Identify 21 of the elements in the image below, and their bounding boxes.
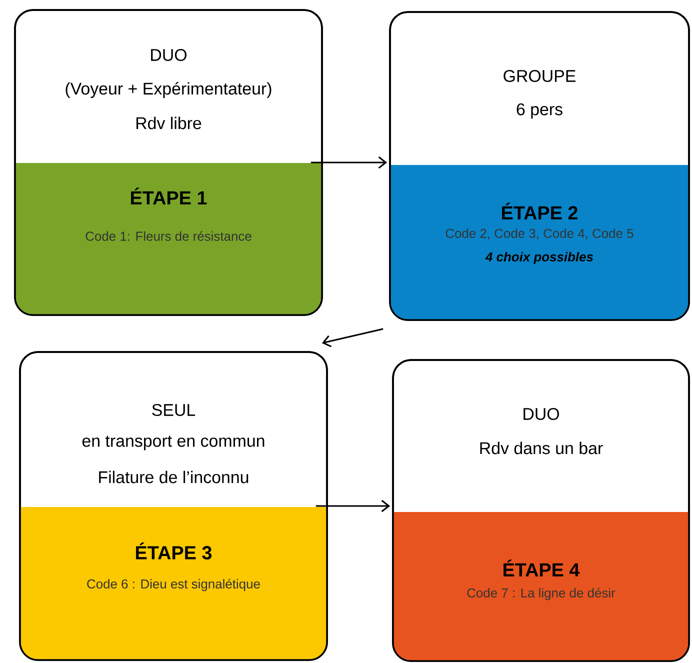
stage-label: ÉTAPE 3 Code 6 : Dieu est signalétique xyxy=(87,542,260,592)
card-heading: Rdv dans un bar xyxy=(480,442,603,454)
stage-label: ÉTAPE 1 Code 1: Fleurs de résistance xyxy=(86,188,252,241)
colored-band xyxy=(20,507,326,660)
card-heading: DUO xyxy=(151,49,186,61)
colored-band xyxy=(394,512,688,660)
arrow xyxy=(322,328,384,348)
card-heading: DUO xyxy=(524,408,559,420)
card-heading: en transport en commun xyxy=(82,436,264,450)
card-heading: Filature de l’inconnu xyxy=(99,470,248,484)
stage-label: ÉTAPE 4 Code 7 : La ligne de désir xyxy=(467,560,616,600)
card-heading: GROUPE xyxy=(504,70,576,82)
card-heading: Rdv libre xyxy=(136,116,202,130)
stage-label: ÉTAPE 2 Code 2, Code 3, Code 4, Code 5 4 choix possibles xyxy=(446,202,634,264)
card-heading: SEUL xyxy=(152,404,196,416)
colored-band xyxy=(390,165,688,320)
arrow xyxy=(310,156,388,169)
card-heading: (Voyeur + Expérimentateur) xyxy=(66,82,272,98)
arrow xyxy=(316,500,390,512)
colored-band xyxy=(16,163,322,314)
card-heading: 6 pers xyxy=(516,103,562,119)
